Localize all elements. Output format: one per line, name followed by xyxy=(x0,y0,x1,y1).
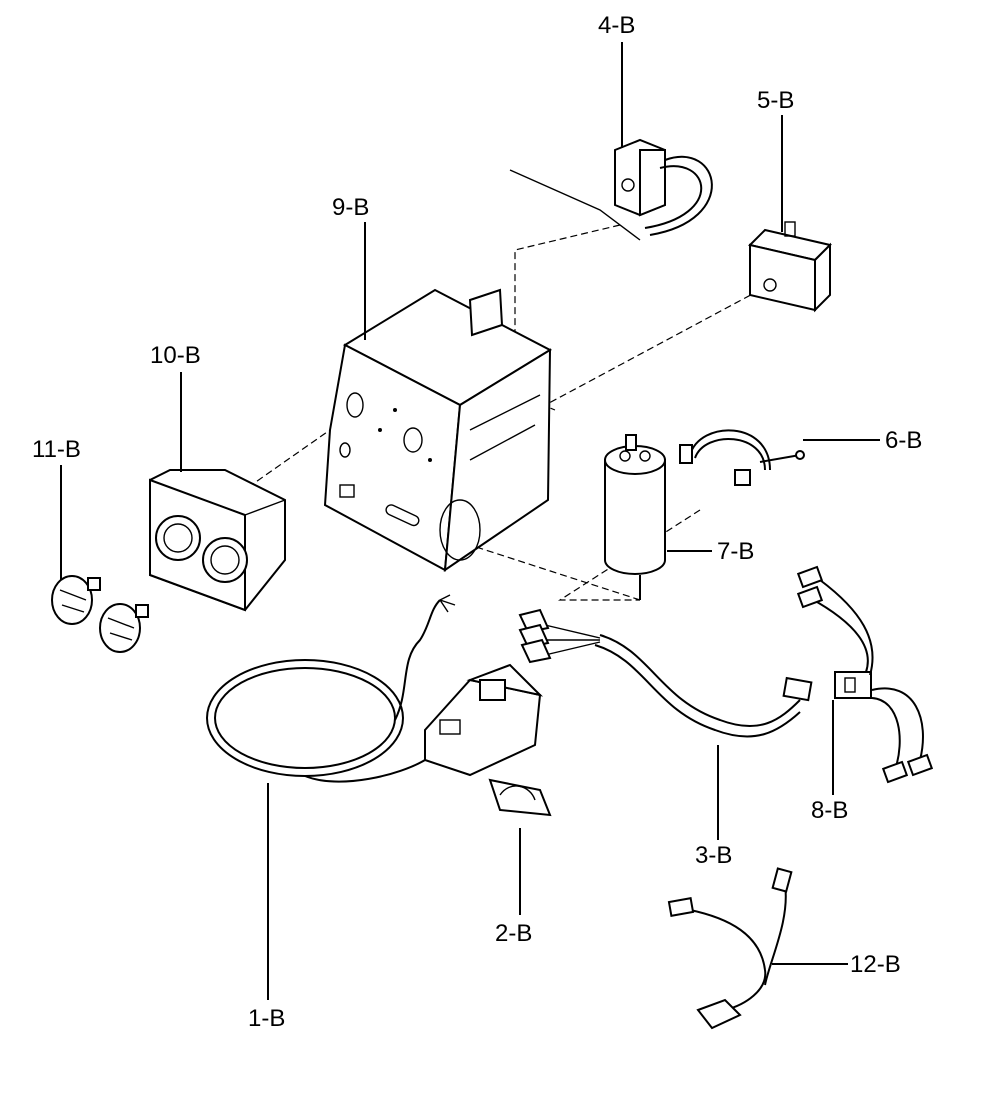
label-8-b: 8-B xyxy=(811,797,848,824)
switch-panel-part xyxy=(149,469,286,612)
wiring-harness-part xyxy=(518,608,813,738)
mounting-bracket-part xyxy=(323,288,553,573)
relay-switch-part xyxy=(748,221,832,313)
label-11-b: 11-B xyxy=(32,436,81,463)
label-1-b: 1-B xyxy=(248,1005,285,1032)
leader-lines xyxy=(60,42,880,1000)
cord-clip-part xyxy=(488,778,552,817)
label-10-b: 10-B xyxy=(150,342,201,369)
label-7-b: 7-B xyxy=(717,538,754,565)
label-3-b: 3-B xyxy=(695,842,732,869)
label-5-b: 5-B xyxy=(757,87,794,114)
thermostat-part xyxy=(509,138,713,241)
label-6-b: 6-B xyxy=(885,427,922,454)
power-cord-part xyxy=(206,594,544,783)
connector-harness-part xyxy=(796,565,934,784)
part-labels: 4-B 5-B 9-B 10-B 11-B 6-B 7-B 8-B 3-B 2-… xyxy=(32,12,922,1032)
label-4-b: 4-B xyxy=(598,12,635,39)
capacitor-clamp-part xyxy=(679,429,805,486)
control-knobs-part xyxy=(51,575,149,653)
capacitor-part xyxy=(604,434,666,600)
small-harness-part xyxy=(667,867,793,1030)
label-9-b: 9-B xyxy=(332,194,369,221)
label-2-b: 2-B xyxy=(495,920,532,947)
label-12-b: 12-B xyxy=(850,951,901,978)
